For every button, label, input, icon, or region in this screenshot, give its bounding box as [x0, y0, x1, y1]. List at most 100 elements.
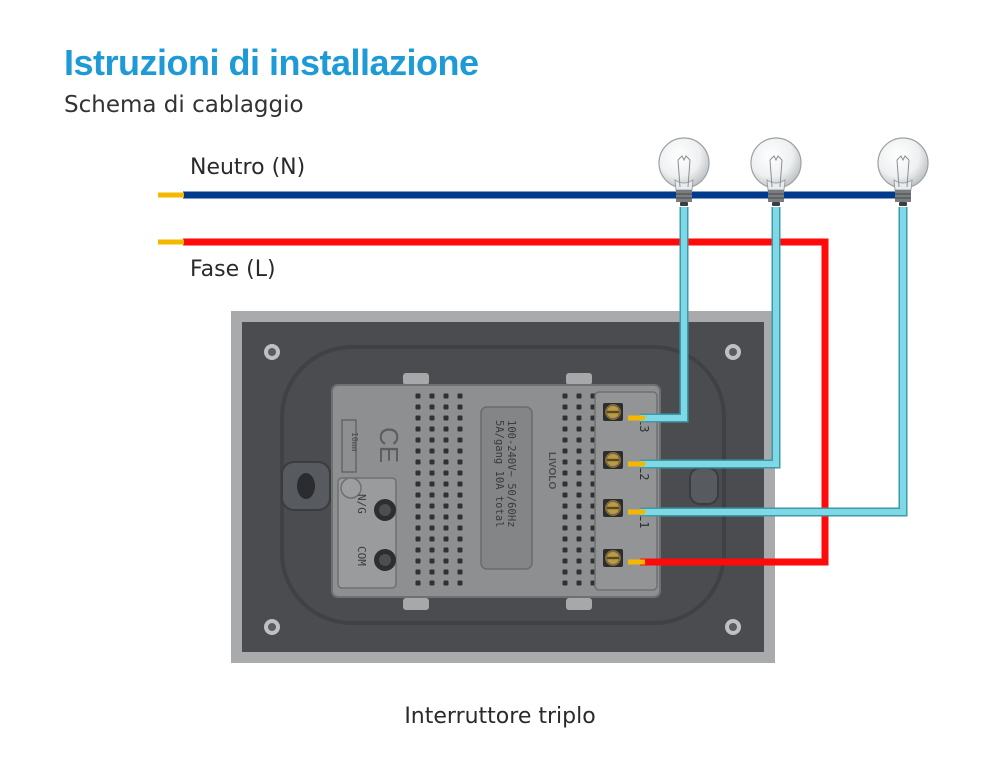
- vent-slot: [415, 569, 421, 575]
- vent-slot: [415, 492, 421, 498]
- vent-slot: [457, 437, 463, 443]
- vent-slot: [576, 503, 582, 509]
- vent-slot: [443, 569, 449, 575]
- ventilation-grid: [415, 393, 596, 586]
- vent-slot: [576, 525, 582, 531]
- brand-logo: LIVOLO: [546, 452, 557, 489]
- vent-slot: [443, 415, 449, 421]
- vent-slot: [443, 470, 449, 476]
- vent-slot: [443, 547, 449, 553]
- vent-slot: [429, 426, 435, 432]
- vent-slot: [443, 503, 449, 509]
- vent-slot: [562, 514, 568, 520]
- vent-slot: [576, 437, 582, 443]
- vent-slot: [457, 525, 463, 531]
- phase-wire-label: Fase (L): [190, 257, 276, 282]
- vent-slot: [562, 426, 568, 432]
- vent-slot: [443, 525, 449, 531]
- vent-slot: [576, 459, 582, 465]
- vent-slot: [562, 536, 568, 542]
- vent-slot: [429, 503, 435, 509]
- phase-wire: [183, 238, 829, 566]
- vent-slot: [415, 459, 421, 465]
- vent-slot: [457, 393, 463, 399]
- vent-slot: [443, 459, 449, 465]
- voltage-rating-text: 100-240V~ 50/60Hz: [505, 420, 517, 527]
- vent-slot: [415, 437, 421, 443]
- screw-terminal-icon: [603, 499, 623, 517]
- vent-slot: [562, 547, 568, 553]
- current-rating-text: 5A/gang 10A total: [493, 420, 505, 527]
- vent-slot: [415, 558, 421, 564]
- vent-slot: [457, 481, 463, 487]
- vent-slot: [429, 448, 435, 454]
- vent-slot: [576, 393, 582, 399]
- terminal-label-l1: L1: [637, 514, 651, 528]
- vent-slot: [415, 580, 421, 586]
- screw-terminal-icon: [603, 403, 623, 421]
- vent-slot: [415, 503, 421, 509]
- vent-slot: [457, 470, 463, 476]
- vent-slot: [457, 448, 463, 454]
- vent-slot: [457, 547, 463, 553]
- device-caption: Interruttore triplo: [404, 704, 596, 729]
- vent-slot: [415, 536, 421, 542]
- vent-slot: [429, 459, 435, 465]
- vent-slot: [562, 481, 568, 487]
- vent-slot: [429, 437, 435, 443]
- vent-slot: [562, 404, 568, 410]
- vent-slot: [576, 569, 582, 575]
- vent-slot: [457, 514, 463, 520]
- vent-slot: [415, 481, 421, 487]
- vent-slot: [576, 481, 582, 487]
- vent-slot: [576, 404, 582, 410]
- vent-slot: [429, 481, 435, 487]
- diagram-subtitle: Schema di cablaggio: [64, 92, 304, 118]
- vent-slot: [429, 514, 435, 520]
- vent-slot: [429, 393, 435, 399]
- vent-slot: [576, 448, 582, 454]
- vent-slot: [429, 470, 435, 476]
- page-title: Istruzioni di installazione: [64, 42, 479, 83]
- vent-slot: [562, 525, 568, 531]
- vent-slot: [429, 536, 435, 542]
- vent-slot: [576, 580, 582, 586]
- neutral-wire-label: Neutro (N): [190, 155, 306, 180]
- vent-slot: [443, 426, 449, 432]
- vent-slot: [457, 415, 463, 421]
- vent-slot: [562, 470, 568, 476]
- ce-mark-icon: CE: [374, 427, 404, 463]
- vent-slot: [562, 393, 568, 399]
- strip-length-mark: 10mm: [350, 432, 359, 451]
- vent-slot: [457, 558, 463, 564]
- vent-slot: [443, 558, 449, 564]
- vent-slot: [576, 492, 582, 498]
- vent-slot: [562, 448, 568, 454]
- vent-slot: [576, 547, 582, 553]
- vent-slot: [429, 404, 435, 410]
- vent-slot: [562, 415, 568, 421]
- vent-slot: [457, 426, 463, 432]
- vent-slot: [443, 536, 449, 542]
- common-terminal-label: COM: [355, 546, 368, 566]
- vent-slot: [562, 437, 568, 443]
- screw-terminal-icon: [603, 451, 623, 469]
- vent-slot: [576, 558, 582, 564]
- vent-slot: [562, 492, 568, 498]
- vent-slot: [562, 558, 568, 564]
- terminal-label-l2: L2: [637, 466, 651, 480]
- vent-slot: [576, 514, 582, 520]
- rating-label-panel: [480, 406, 533, 570]
- vent-slot: [457, 503, 463, 509]
- neutral-ground-terminal-label: N/G: [355, 494, 368, 514]
- vent-slot: [443, 393, 449, 399]
- vent-slot: [415, 547, 421, 553]
- vent-slot: [429, 558, 435, 564]
- vent-slot: [562, 459, 568, 465]
- vent-slot: [415, 426, 421, 432]
- vent-slot: [443, 481, 449, 487]
- vent-slot: [415, 393, 421, 399]
- vent-slot: [415, 514, 421, 520]
- vent-slot: [429, 580, 435, 586]
